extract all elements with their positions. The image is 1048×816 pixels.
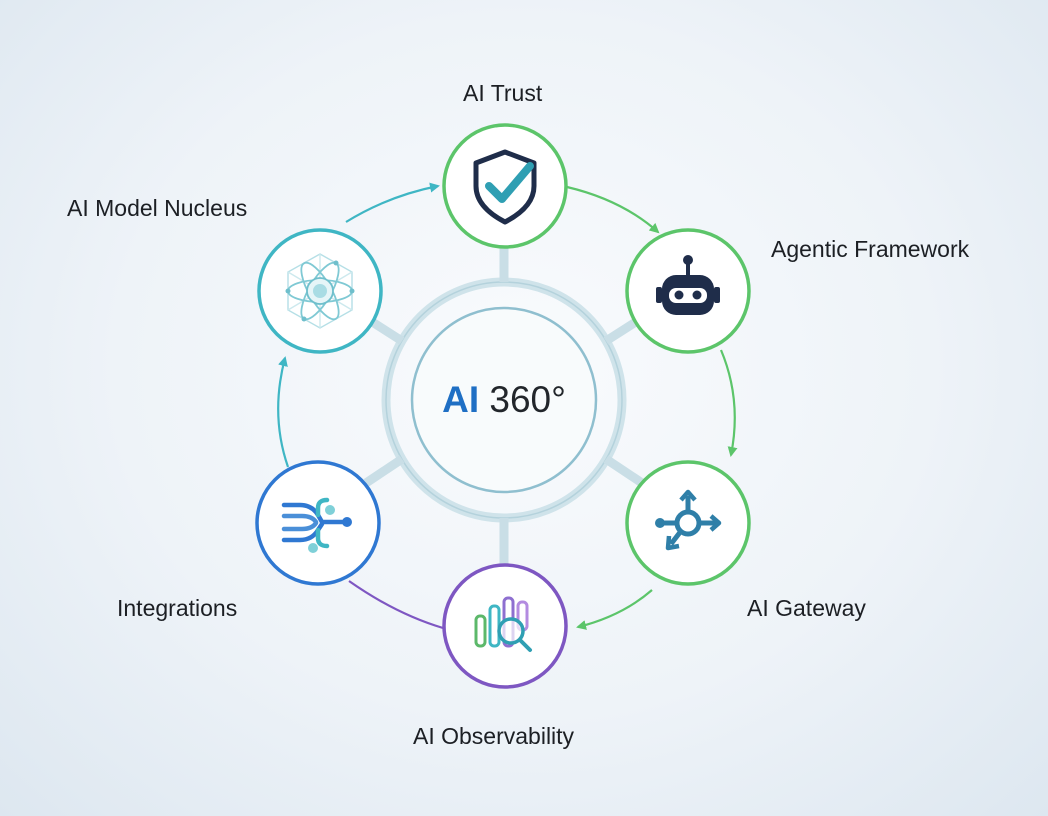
node-integrations xyxy=(255,460,381,586)
shield-check-icon xyxy=(473,149,537,225)
data-flow-icon xyxy=(281,497,352,553)
chart-magnifier-icon xyxy=(474,596,532,652)
atom-icon xyxy=(285,253,355,329)
arc-observability-to-integrations xyxy=(348,580,444,630)
arc-gateway-to-observability xyxy=(576,589,653,630)
arc-agentic-to-gateway xyxy=(719,349,738,457)
label-agentic-framework: Agentic Framework xyxy=(771,236,970,262)
label-integrations: Integrations xyxy=(117,595,238,621)
robot-icon xyxy=(656,255,720,315)
arc-nucleus-to-trust xyxy=(345,182,440,223)
arc-trust-to-agentic xyxy=(566,185,660,234)
network-hub-icon xyxy=(655,489,722,551)
node-agentic xyxy=(625,228,751,354)
hub-title-prefix: AI xyxy=(442,379,480,420)
label-ai-observability: AI Observability xyxy=(413,723,575,749)
label-ai-trust: AI Trust xyxy=(463,80,543,106)
label-ai-model-nucleus: AI Model Nucleus xyxy=(67,195,248,221)
hub-center xyxy=(410,306,598,494)
node-nucleus xyxy=(257,228,383,354)
node-gateway xyxy=(625,460,751,586)
arc-integrations-to-nucleus xyxy=(277,356,290,468)
node-observability xyxy=(442,563,568,689)
label-ai-gateway: AI Gateway xyxy=(747,595,866,621)
hub-spokes xyxy=(363,245,645,565)
hub-title-suffix: 360° xyxy=(479,379,566,420)
hub-title: AI 360° xyxy=(414,376,594,424)
node-trust xyxy=(442,123,568,249)
cycle-arcs xyxy=(277,182,738,630)
